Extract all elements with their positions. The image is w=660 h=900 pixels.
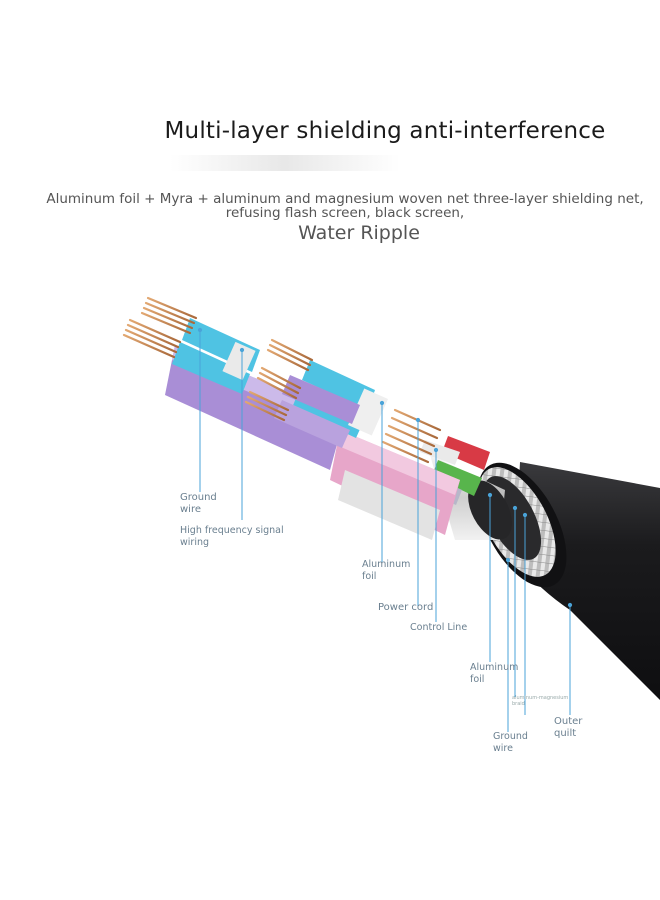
label-power-cord: Power cord: [378, 602, 434, 613]
subtitle-water-ripple: Water Ripple: [298, 222, 420, 244]
title-shadow: [170, 155, 400, 171]
label-aluminum-foil-1: Aluminum foil: [362, 559, 411, 582]
subtitle: Aluminum foil + Myra + aluminum and magn…: [46, 191, 644, 221]
label-ground-wire-right: Ground wire: [493, 731, 528, 754]
purple-pair: [274, 375, 360, 448]
silver-sheath: [338, 470, 440, 540]
page-title: Multi-layer shielding anti-interference: [164, 118, 606, 144]
label-ground-wire-left: Ground wire: [180, 492, 217, 515]
label-outer-quilt: Outer quilt: [554, 716, 583, 739]
cyan-pair-1: [172, 318, 260, 394]
label-control-line: Control Line: [410, 622, 468, 633]
label-high-frequency-signal-wiring: High frequency signal wiring: [180, 525, 284, 548]
leader-lines: [197, 327, 573, 732]
label-aluminum-foil-2: Aluminum foil: [470, 662, 519, 685]
label-aluminum-magnesium-braid: aluminum-magnesium braid: [512, 695, 569, 707]
